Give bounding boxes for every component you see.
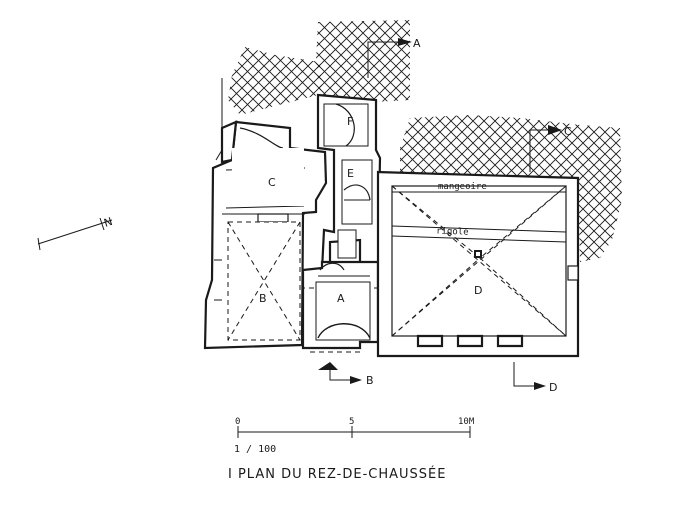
section-marker-d-graphic	[513, 362, 546, 390]
scale-tick-5: 5	[349, 417, 354, 427]
scale-tick-0: 0	[235, 417, 240, 427]
north-arrow-icon	[37, 217, 113, 251]
room-b-diagonals	[227, 221, 301, 341]
middle-block-walls	[316, 93, 382, 272]
north-arrow-letter: N	[102, 215, 114, 230]
door-swing-c	[239, 127, 284, 149]
plan-caption: I PLAN DU REZ-DE-CHAUSSÉE	[228, 466, 446, 482]
section-label-d: D	[549, 381, 557, 394]
barn-d-walls	[376, 170, 580, 358]
vestibule-a	[301, 260, 388, 353]
room-label-a: A	[337, 292, 345, 305]
annotation-rigole: rigole	[436, 227, 469, 238]
section-label-b: B	[366, 374, 374, 387]
scale-tick-10m: 10M	[458, 417, 475, 427]
annotation-mangeoire: mangeoire	[438, 182, 487, 192]
room-label-e: E	[347, 167, 354, 180]
section-label-c: C	[564, 125, 572, 138]
scale-bar	[237, 426, 471, 438]
section-label-a: A	[413, 37, 421, 50]
section-marker-a-graphic	[367, 38, 412, 78]
room-label-b: B	[259, 292, 267, 305]
room-label-d: D	[474, 284, 482, 297]
room-label-c: C	[268, 176, 276, 189]
section-marker-c-graphic	[529, 125, 562, 172]
section-marker-b-graphic	[318, 362, 362, 384]
terrain-hatching	[228, 20, 622, 262]
room-label-f: F	[347, 115, 353, 128]
scale-ratio: 1 / 100	[234, 444, 276, 455]
